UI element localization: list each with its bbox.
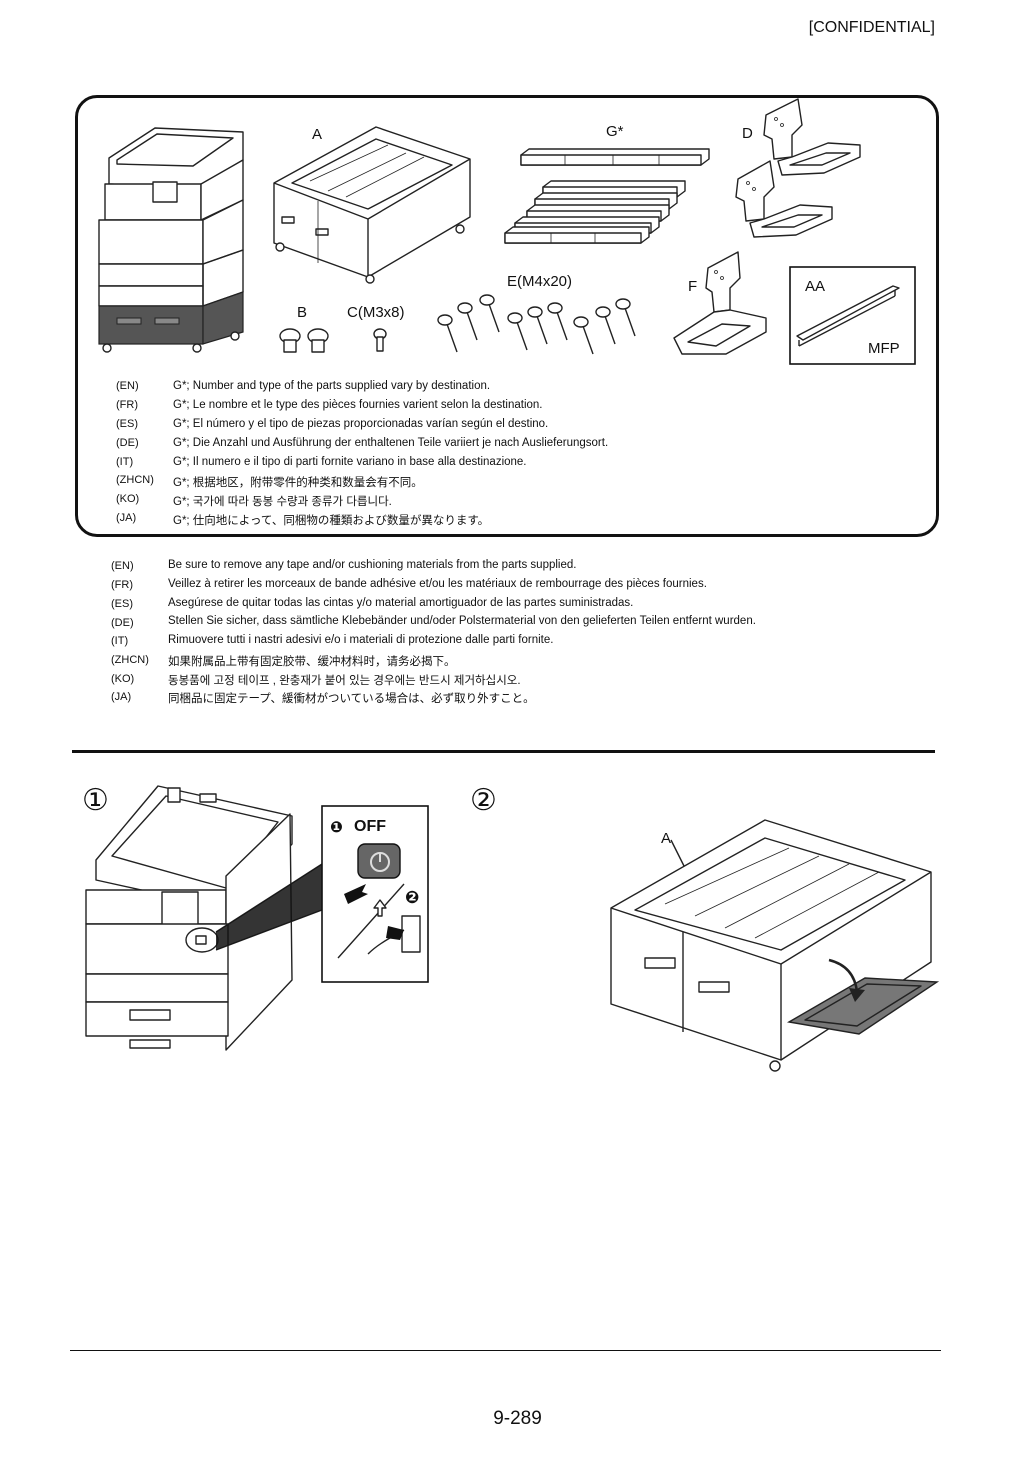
warning-text: 동봉품에 고정 테이프 , 완충재가 붙어 있는 경우에는 반드시 제거하십시오… <box>168 675 521 687</box>
warning-text: Stellen Sie sicher, dass sämtliche Klebe… <box>168 615 756 627</box>
part-f-bracket-illustration <box>673 251 767 355</box>
warning-lang: (JA) <box>111 691 132 703</box>
note-text: G*; Il numero e il tipo di parti fornite… <box>173 456 527 468</box>
warning-lang: (KO) <box>111 673 135 685</box>
warning-lang: (FR) <box>111 579 133 591</box>
warning-text: 如果附属品上带有固定胶带、缓冲材料时，请务必揭下。 <box>168 656 456 668</box>
step-2-paper-feeder-open-cover-illustration <box>610 819 940 1072</box>
warning-text: Asegúrese de quitar todas las cintas y/o… <box>168 597 634 609</box>
part-b-c-screws-illustration <box>279 328 387 353</box>
step-1-power-off-illustration <box>85 785 429 1051</box>
part-c-label: C(M3x8) <box>347 304 405 321</box>
part-aa-mfp-label: MFP <box>868 340 900 357</box>
off-callout-number: ❶ <box>330 819 343 836</box>
warning-text: Rimuovere tutti i nastri adesivi e/o i m… <box>168 634 554 646</box>
warning-lang: (EN) <box>111 560 134 572</box>
note-text: G*; 根据地区，附带零件的种类和数量会有不同。 <box>173 477 423 489</box>
note-text: G*; Le nombre et le type des pièces four… <box>173 399 543 411</box>
note-lang: (JA) <box>116 512 137 524</box>
note-text: G*; El número y el tipo de piezas propor… <box>173 418 549 430</box>
part-aa-box <box>789 266 916 365</box>
note-lang: (DE) <box>116 437 139 449</box>
note-lang: (ES) <box>116 418 138 430</box>
warning-lang: (ES) <box>111 598 133 610</box>
part-g-label: G* <box>606 123 624 140</box>
part-b-label: B <box>297 304 308 321</box>
part-aa-label: AA <box>805 278 826 295</box>
part-d-label: D <box>742 125 753 142</box>
parts-box <box>75 95 939 537</box>
warning-lang: (ZHCN) <box>111 654 149 666</box>
note-text: G*; 국가에 따라 동봉 수량과 종류가 다릅니다. <box>173 496 392 508</box>
warning-lang: (DE) <box>111 617 134 629</box>
step-1-number: ① <box>82 784 109 817</box>
footer-divider <box>70 1350 941 1351</box>
warning-text: Veillez à retirer les morceaux de bande … <box>168 578 707 590</box>
confidential-label: [CONFIDENTIAL] <box>808 19 935 36</box>
part-a-paper-feeder-illustration <box>273 126 471 284</box>
part-g-spacers-illustration <box>504 148 710 244</box>
warning-lang: (IT) <box>111 635 129 647</box>
part-a-label: A <box>312 126 323 143</box>
note-lang: (ZHCN) <box>116 474 154 486</box>
part-e-screws-illustration <box>437 294 636 355</box>
note-text: G*; Number and type of the parts supplie… <box>173 380 491 392</box>
mfp-with-tray-illustration <box>98 127 244 353</box>
part-e-label: E(M4x20) <box>507 273 573 290</box>
part-f-label: F <box>688 278 698 295</box>
note-lang: (IT) <box>116 456 134 468</box>
step-2-number: ② <box>470 784 497 817</box>
note-lang: (EN) <box>116 380 139 392</box>
note-lang: (KO) <box>116 493 140 505</box>
note-text: G*; 仕向地によって、同梱物の種類および数量が異なります。 <box>173 515 490 527</box>
section-divider <box>72 750 935 753</box>
warning-text: 同梱品に固定テープ、緩衝材がついている場合は、必ず取り外すこと。 <box>168 693 535 705</box>
page-number: 9-289 <box>493 1408 542 1429</box>
step-2-part-a-label: A <box>661 830 672 847</box>
part-d-brackets-illustration <box>735 98 861 238</box>
off-label: OFF <box>354 818 386 835</box>
unplug-callout-number: ❷ <box>405 888 420 907</box>
warning-text: Be sure to remove any tape and/or cushio… <box>168 559 577 571</box>
note-lang: (FR) <box>116 399 138 411</box>
note-text: G*; Die Anzahl und Ausführung der enthal… <box>173 437 609 449</box>
